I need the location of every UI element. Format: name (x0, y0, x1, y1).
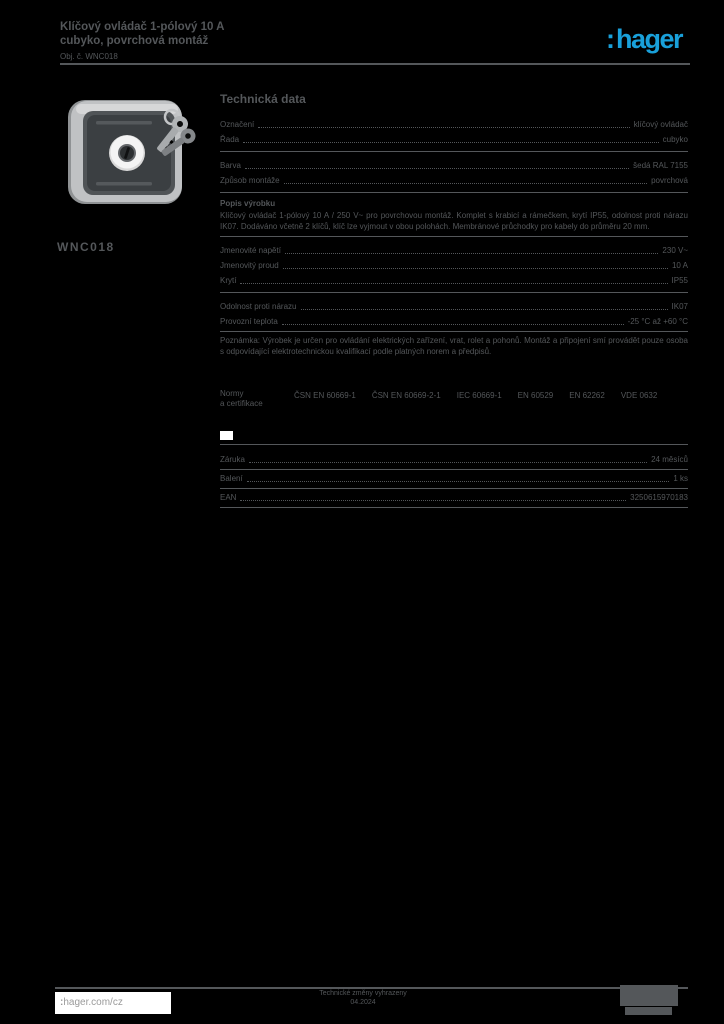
description-paragraph: Klíčový ovládač 1-pólový 10 A / 250 V~ p… (220, 211, 688, 231)
spec-label: Jmenovitý proud (220, 261, 279, 270)
spec-label: Způsob montáže (220, 176, 280, 185)
standards-section: Normy a certifikace ČSN EN 60669-1 ČSN E… (220, 389, 688, 440)
spec-row: Záruka 24 měsíců (220, 451, 688, 470)
dotted-leader (258, 127, 630, 128)
standard-item: EN 60529 (517, 391, 554, 400)
spec-label: Jmenovité napětí (220, 246, 281, 255)
spec-row: Barva šedá RAL 7155 (220, 158, 688, 173)
standards-list: ČSN EN 60669-1 ČSN EN 60669-2-1 IEC 6066… (294, 389, 688, 440)
row-divider (220, 192, 688, 193)
dotted-leader (281, 324, 624, 325)
standard-item: EN 62262 (569, 391, 605, 400)
spec-value: IP55 (671, 276, 688, 285)
spec-label: EAN (220, 493, 237, 502)
dotted-leader (246, 481, 670, 482)
spec-label: Odolnost proti nárazu (220, 302, 297, 311)
spec-value: cubyko (662, 135, 688, 144)
spec-row: Označení klíčový ovládač (220, 117, 688, 132)
footer-note: Technické změny vyhrazeny 04.2024 (300, 989, 426, 1007)
header-divider (60, 63, 690, 65)
dotted-leader (284, 253, 659, 254)
header: Klíčový ovládač 1-pólový 10 A cubyko, po… (60, 21, 224, 61)
spec-label: Provozní teplota (220, 317, 278, 326)
bottom-rows: Záruka 24 měsíců Balení 1 ks EAN 3250615… (220, 451, 688, 508)
dotted-leader (282, 268, 668, 269)
standard-item: ČSN EN 60669-1 (294, 391, 356, 400)
spec-row: Jmenovitý proud 10 A (220, 258, 688, 273)
spec-value: 3250615970183 (630, 493, 688, 502)
dotted-leader (244, 168, 630, 169)
footer-page-badge (620, 985, 678, 1006)
spec-label: Označení (220, 120, 255, 129)
certification-mark (220, 431, 233, 440)
key-switch-image (68, 100, 196, 204)
spec-value: 10 A (671, 261, 688, 270)
spec-content: Technická data Označení klíčový ovládač … (220, 92, 688, 508)
spec-row: Krytí IP55 (220, 273, 688, 288)
footer-site-link[interactable]: :hager.com/cz (55, 992, 171, 1014)
row-divider (220, 292, 688, 293)
hager-logo-mark: : (606, 24, 615, 54)
keys-image (157, 108, 196, 156)
spec-value: klíčový ovládač (633, 120, 688, 129)
hager-logo-text: hager (616, 24, 684, 54)
row-divider (220, 151, 688, 152)
spec-value: šedá RAL 7155 (633, 161, 688, 170)
product-photo (56, 92, 206, 210)
section-gap (220, 361, 688, 387)
footer-page-badge-sub (625, 1007, 672, 1015)
spec-row: EAN 3250615970183 (220, 489, 688, 508)
dotted-leader (243, 142, 659, 143)
spec-label: Řada (220, 135, 240, 144)
spec-label: Barva (220, 161, 241, 170)
spec-row: Způsob montáže povrchová (220, 173, 688, 188)
photo-caption: WNC018 (57, 240, 115, 254)
footer-note-line2: 04.2024 (350, 999, 376, 1006)
note-paragraph: Poznámka: Výrobek je určen pro ovládání … (220, 336, 688, 356)
row-divider (220, 331, 688, 332)
dotted-leader (240, 500, 627, 501)
dotted-leader (248, 462, 648, 463)
product-reference: Obj. č. WNC018 (60, 52, 118, 61)
standards-label-line1: Normy (220, 389, 244, 398)
spec-value: 1 ks (673, 474, 688, 483)
footer-divider (55, 987, 688, 989)
footer-site-text: hager.com/cz (63, 997, 123, 1008)
spec-label: Krytí (220, 276, 237, 285)
spec-value: -25 °C až +60 °C (627, 317, 688, 326)
spec-value: 230 V~ (662, 246, 688, 255)
spec-label: Balení (220, 474, 243, 483)
spec-row: Provozní teplota -25 °C až +60 °C (220, 314, 688, 329)
section-heading: Technická data (220, 92, 306, 106)
spec-row: Řada cubyko (220, 132, 688, 147)
row-divider (220, 444, 688, 445)
hager-logo: :hager (606, 24, 684, 54)
spec-row: Odolnost proti nárazu IK07 (220, 299, 688, 314)
description-label: Popis výrobku (220, 199, 276, 208)
spec-row: Jmenovité napětí 230 V~ (220, 243, 688, 258)
standard-item: VDE 0632 (620, 391, 658, 400)
standards-label: Normy a certifikace (220, 389, 294, 440)
footer-site-mark: : (60, 997, 64, 1008)
dotted-leader (283, 183, 648, 184)
page-title-line2: cubyko, povrchová montáž (60, 34, 209, 47)
dotted-leader (300, 309, 668, 310)
standards-label-line2: a certifikace (220, 399, 263, 408)
footer-note-line1: Technické změny vyhrazeny (319, 990, 407, 997)
page-title-line1: Klíčový ovládač 1-pólový 10 A (60, 21, 225, 33)
standard-item: IEC 60669-1 (456, 391, 502, 400)
row-divider (220, 236, 688, 237)
spec-value: IK07 (671, 302, 688, 311)
spec-value: 24 měsíců (651, 455, 688, 464)
spec-label: Záruka (220, 455, 245, 464)
spec-value: povrchová (651, 176, 688, 185)
standard-item: ČSN EN 60669-2-1 (371, 391, 441, 400)
dotted-leader (240, 283, 668, 284)
spec-row: Balení 1 ks (220, 470, 688, 489)
